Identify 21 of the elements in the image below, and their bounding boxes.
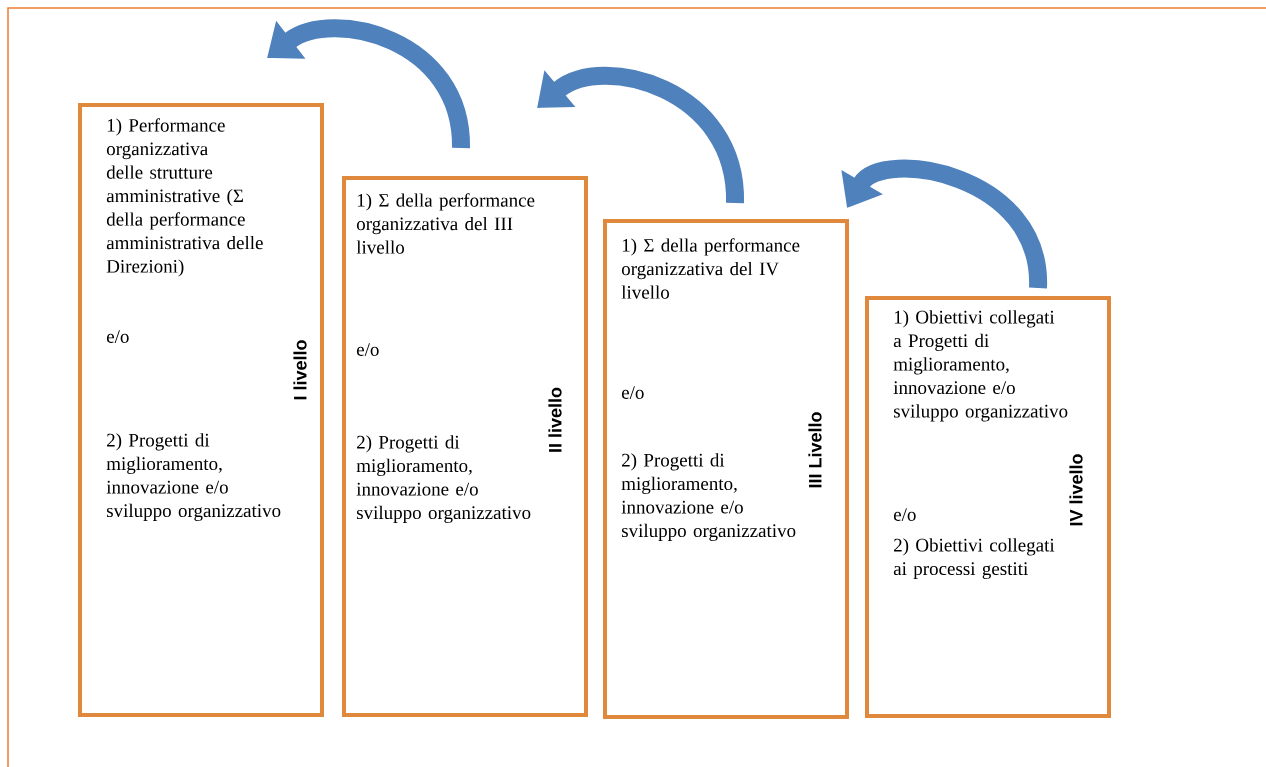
conjunction-text: e/o <box>893 508 916 521</box>
level-box <box>342 176 588 717</box>
level-box <box>603 219 849 719</box>
item-text: 1) Performance organizzativa delle strutture amministrative (Σ della performance amministrativa delle Direzioni) <box>106 118 263 277</box>
level-label: II livello <box>548 387 562 452</box>
item-text: 2) Obiettivi collegati ai processi gestiti <box>893 538 1055 579</box>
level-label: III Livello <box>808 412 822 488</box>
item-text: 1) Σ della performance organizzativa del III livello <box>356 193 535 254</box>
item-text: 2) Progetti di miglioramento, innovazione e/o sviluppo organizzativo <box>356 435 531 523</box>
item-text: 1) Σ della performance organizzativa del IV livello <box>621 238 800 299</box>
item-text: 1) Obiettivi collegati a Progetti di miglioramento, innovazione e/o sviluppo organizzativo <box>893 310 1068 422</box>
curved-arrow <box>537 66 744 204</box>
level-label: I livello <box>293 340 307 400</box>
conjunction-text: e/o <box>356 343 379 356</box>
level-box <box>78 103 324 717</box>
conjunction-text: e/o <box>106 330 129 343</box>
item-text: 2) Progetti di miglioramento, innovazione e/o sviluppo organizzativo <box>106 433 281 521</box>
level-label: IV livello <box>1069 454 1083 526</box>
conjunction-text: e/o <box>621 386 644 399</box>
level-box <box>865 296 1111 718</box>
item-text: 2) Progetti di miglioramento, innovazione e/o sviluppo organizzativo <box>621 453 796 541</box>
